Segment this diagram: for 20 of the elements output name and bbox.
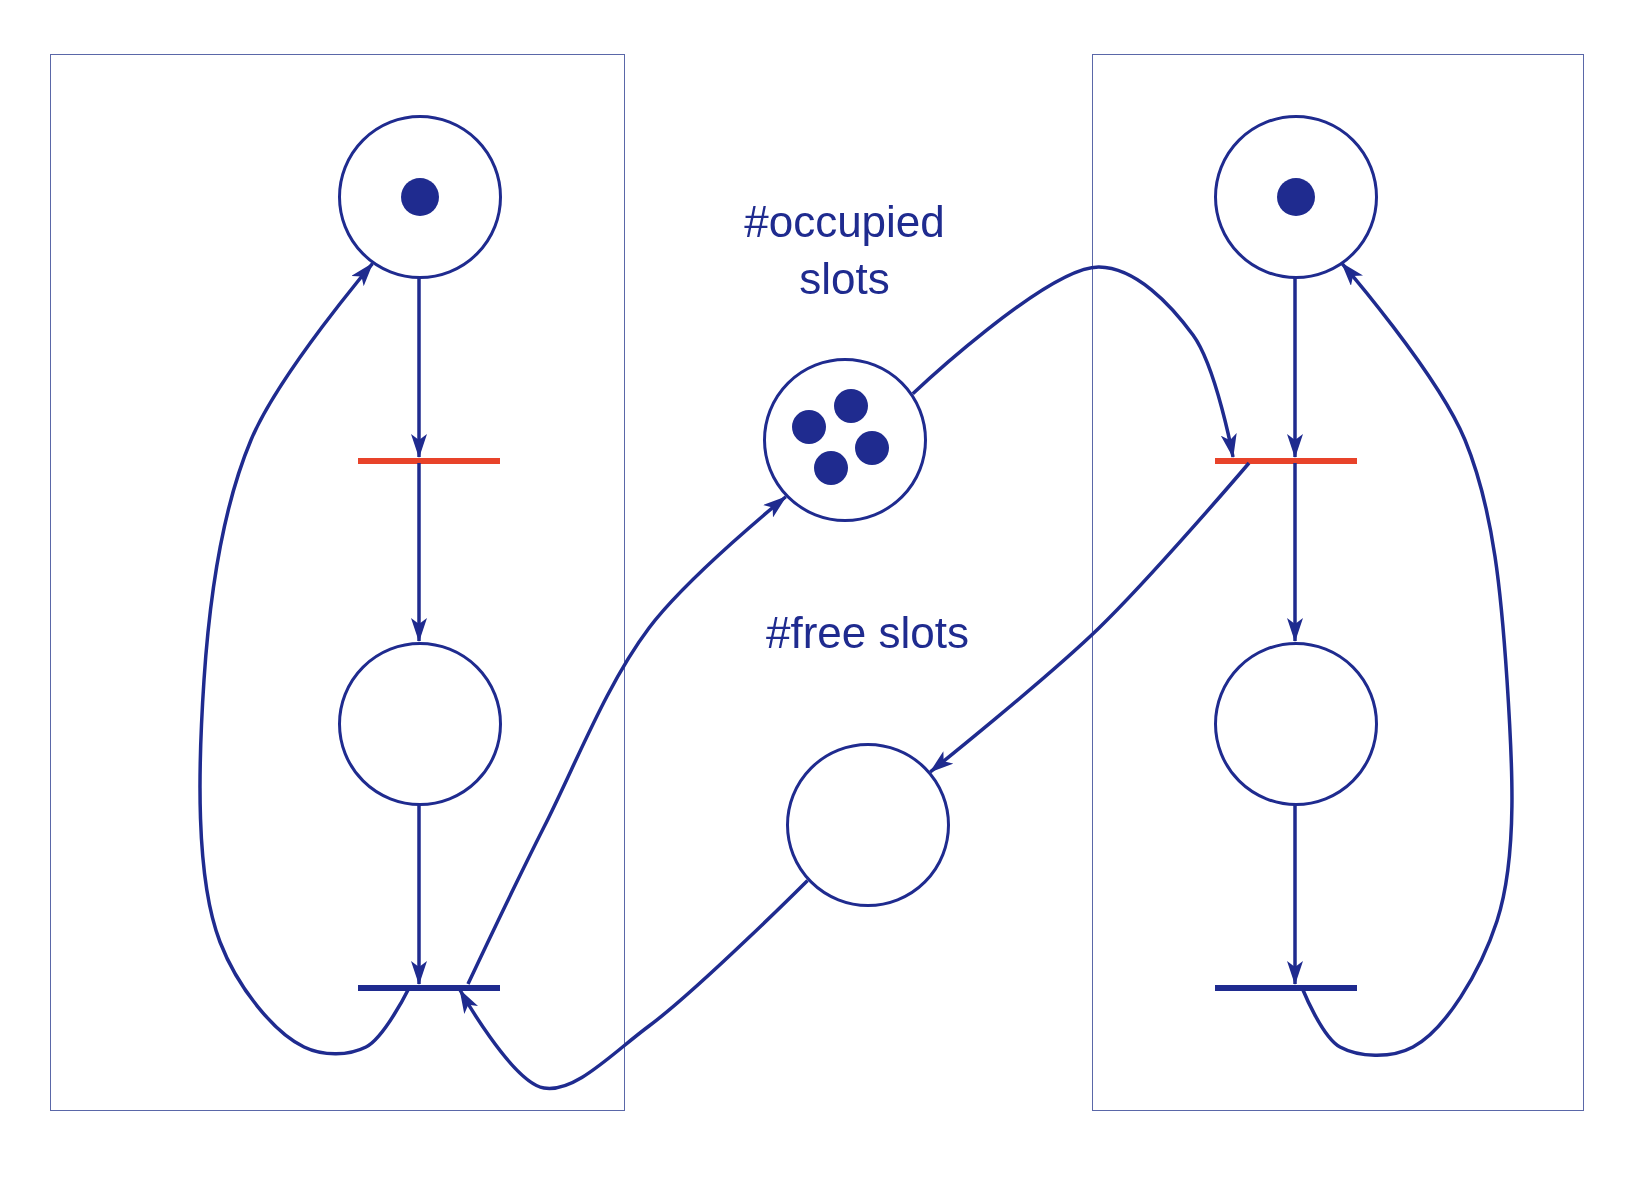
arc-arrow	[1287, 805, 1303, 985]
arc-arrow	[1287, 463, 1303, 642]
group-frame	[50, 54, 625, 1111]
place-label: #free slots	[765, 607, 970, 659]
transition-bar	[1215, 985, 1357, 991]
arc-arrow	[411, 805, 427, 985]
arc-arrow	[411, 463, 427, 642]
arc-arrow	[466, 495, 787, 985]
arc-arrow	[458, 879, 809, 1091]
arc-arrow	[929, 461, 1251, 774]
arc-arrow	[411, 278, 427, 458]
arc-arrow	[911, 265, 1237, 458]
transition-bar	[358, 985, 500, 991]
group-frame	[1092, 54, 1584, 1111]
transition-bar	[1215, 458, 1357, 464]
place-label: #occupied slots	[743, 196, 946, 306]
transition-bar	[358, 458, 500, 464]
arc-arrow	[1301, 262, 1514, 1057]
arc-arrow	[1287, 278, 1303, 458]
arc-arrow	[198, 262, 410, 1056]
